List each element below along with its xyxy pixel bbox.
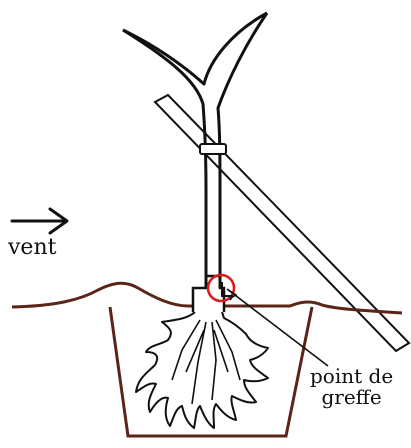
arrow-right-icon [12, 209, 67, 233]
tree-trunk [123, 13, 267, 288]
graft-point-label: point de greffe [310, 366, 393, 408]
graft-label-pointer [227, 289, 328, 366]
graft-point-label-line2: greffe [310, 387, 393, 408]
root-system [136, 312, 268, 428]
trunk-tie [200, 144, 226, 154]
root-strands [172, 320, 240, 404]
planting-hole [110, 307, 312, 436]
graft-point-label-line1: point de [310, 366, 393, 387]
wind-label: vent [8, 236, 56, 259]
